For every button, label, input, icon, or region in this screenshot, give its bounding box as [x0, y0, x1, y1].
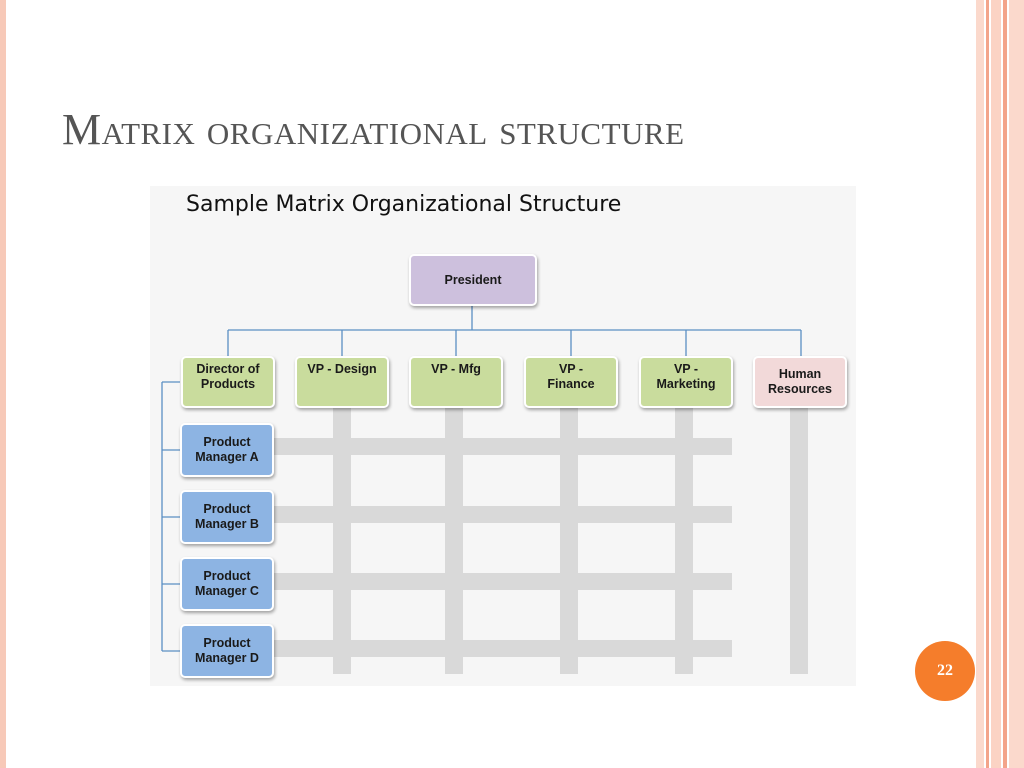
diagram-title: Sample Matrix Organizational Structure — [186, 192, 622, 217]
grid-row-b — [274, 506, 732, 523]
human-resources-box: Human Resources — [753, 356, 847, 408]
vp-mfg-box: VP - Mfg — [409, 356, 503, 408]
vp-finance-box: VP - Finance — [524, 356, 618, 408]
grid-row-a — [274, 438, 732, 455]
slide-title: Matrix organizational structure — [62, 105, 685, 154]
page-number-badge: 22 — [915, 641, 975, 701]
slide-frame-right-stripe — [986, 0, 989, 768]
product-manager-d-box: Product Manager D — [180, 624, 274, 678]
slide-frame-right-stripe — [1009, 0, 1024, 768]
slide-frame-right-stripe — [991, 0, 1001, 768]
grid-row-d — [274, 640, 732, 657]
connector-layer — [161, 306, 808, 674]
slide-frame-right-stripe — [1003, 0, 1007, 768]
director-of-products-box: Director of Products — [181, 356, 275, 408]
grid-column-hr — [790, 408, 808, 674]
grid-column-design — [333, 408, 351, 674]
product-manager-c-box: Product Manager C — [180, 557, 274, 611]
slide-frame-left — [0, 0, 6, 768]
product-manager-a-box: Product Manager A — [180, 423, 274, 477]
vp-design-box: VP - Design — [295, 356, 389, 408]
grid-column-mfg — [445, 408, 463, 674]
grid-column-finance — [560, 408, 578, 674]
vp-marketing-box: VP - Marketing — [639, 356, 733, 408]
org-chart-diagram: Sample Matrix Organizational Structure — [150, 186, 856, 686]
grid-row-c — [274, 573, 732, 590]
product-manager-b-box: Product Manager B — [180, 490, 274, 544]
matrix-grid — [274, 408, 808, 674]
reporting-lines — [161, 306, 802, 652]
president-box: President — [409, 254, 537, 306]
grid-column-marketing — [675, 408, 693, 674]
slide-frame-right-stripe — [976, 0, 984, 768]
